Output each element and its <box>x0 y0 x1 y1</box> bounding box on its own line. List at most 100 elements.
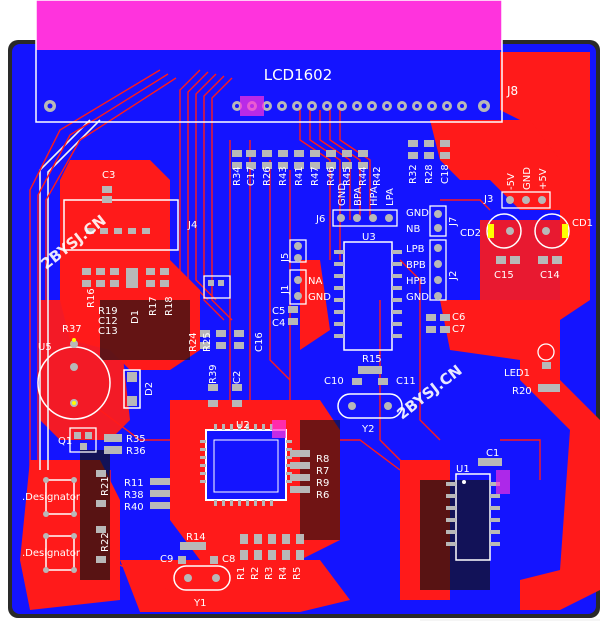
label-r35: R35 <box>126 434 146 445</box>
j4-connector <box>63 186 179 251</box>
u2-area-passives <box>150 275 310 564</box>
label-j6: J6 <box>315 214 325 225</box>
label-designator-2: .Designator <box>22 548 81 559</box>
label-u3: U3 <box>362 232 376 243</box>
label-c17: C17 <box>246 166 257 186</box>
label-r44: R44 <box>358 166 369 186</box>
label-r2: R2 <box>250 567 261 580</box>
label-u5: U5 <box>38 342 52 353</box>
label-c13: C13 <box>98 326 118 337</box>
lcd1602-module: LCD1602 J8 <box>35 0 518 123</box>
lcd-label: LCD1602 <box>264 66 333 84</box>
component-bodies <box>80 300 490 590</box>
label-j7-gnd: GND <box>406 208 429 219</box>
label-r38: R38 <box>124 490 144 501</box>
j5-j1-headers <box>288 239 307 325</box>
label-r7: R7 <box>316 466 329 477</box>
label-j3: J3 <box>483 194 493 205</box>
label-r14: R14 <box>186 532 206 543</box>
resistor-array-top <box>232 140 450 169</box>
label-r15: R15 <box>362 354 382 365</box>
label-c7: C7 <box>452 324 465 335</box>
label-r43: R43 <box>278 166 289 186</box>
signal-traces <box>29 69 541 591</box>
label-c12: C12 <box>98 316 118 327</box>
label-lpa: LPA <box>385 188 396 206</box>
label-p5v: +5V <box>538 168 549 190</box>
label-c4: C4 <box>272 318 285 329</box>
power-section <box>486 191 570 264</box>
label-r8: R8 <box>316 454 329 465</box>
label-c14: C14 <box>540 270 560 281</box>
label-j3-gnd: GND <box>522 167 533 190</box>
label-r19: R19 <box>98 306 118 317</box>
label-u2: U2 <box>236 420 250 431</box>
label-r25: R25 <box>202 332 213 352</box>
label-c1: C1 <box>486 448 499 459</box>
label-j4: J4 <box>187 220 197 231</box>
label-r45: R45 <box>342 166 353 186</box>
y1-crystal <box>173 565 231 591</box>
label-d1: D1 <box>130 310 141 324</box>
label-r36: R36 <box>126 446 146 457</box>
label-cd1: CD1 <box>572 218 593 229</box>
label-bpa: BPA <box>353 187 364 206</box>
label-r37: R37 <box>62 324 82 335</box>
label-u1: U1 <box>456 464 470 475</box>
label-r16: R16 <box>86 288 97 308</box>
label-lpb: LPB <box>406 244 425 255</box>
label-j7: J7 <box>448 217 459 227</box>
u2-microcontroller <box>200 420 292 506</box>
label-j5: J5 <box>280 253 291 263</box>
label-y2: Y2 <box>361 424 374 435</box>
label-d2: D2 <box>144 382 155 396</box>
u3-ic <box>334 241 402 351</box>
label-m5v: -5V <box>506 173 517 190</box>
label-r4: R4 <box>278 567 289 580</box>
d2-diode <box>123 369 141 409</box>
label-r40: R40 <box>124 502 144 513</box>
label-r9: R9 <box>316 478 329 489</box>
j6-header <box>332 209 398 227</box>
label-r17: R17 <box>148 296 159 316</box>
label-r3: R3 <box>264 567 275 580</box>
label-bpb: BPB <box>406 260 426 271</box>
label-c15: C15 <box>494 270 514 281</box>
label-r39: R39 <box>208 364 219 384</box>
label-r1: R1 <box>236 567 247 580</box>
label-c5: C5 <box>272 306 285 317</box>
j4-area-passives <box>82 268 169 288</box>
label-r46: R46 <box>326 166 337 186</box>
u1-ic <box>446 458 510 561</box>
label-r22: R22 <box>100 532 111 552</box>
label-c16: C16 <box>254 332 265 352</box>
label-j2-gnd: GND <box>406 292 429 303</box>
label-r5: R5 <box>292 567 303 580</box>
label-r18: R18 <box>164 296 175 316</box>
label-r34: R34 <box>232 166 243 186</box>
y2-crystal <box>337 366 403 419</box>
push-buttons <box>43 477 77 573</box>
label-r20: R20 <box>512 386 532 397</box>
label-r41: R41 <box>294 166 305 186</box>
label-c10: C10 <box>324 376 344 387</box>
label-r11: R11 <box>124 478 144 489</box>
q1-transistor <box>69 427 122 454</box>
label-r47: R47 <box>310 166 321 186</box>
label-r21: R21 <box>100 476 111 496</box>
label-na: NA <box>308 276 322 287</box>
label-c11: C11 <box>396 376 416 387</box>
label-r6: R6 <box>316 490 329 501</box>
label-led1: LED1 <box>504 368 530 379</box>
led1-section <box>537 343 560 392</box>
label-r32: R32 <box>408 164 419 184</box>
label-j1: J1 <box>280 285 291 295</box>
label-c3: C3 <box>102 170 115 181</box>
label-hpa: HPA <box>369 186 380 206</box>
label-y1: Y1 <box>193 598 206 609</box>
label-cd2: CD2 <box>460 228 481 239</box>
label-r42: R42 <box>372 166 383 186</box>
label-hpb: HPB <box>406 276 427 287</box>
r21-r22-resistors <box>96 470 106 563</box>
